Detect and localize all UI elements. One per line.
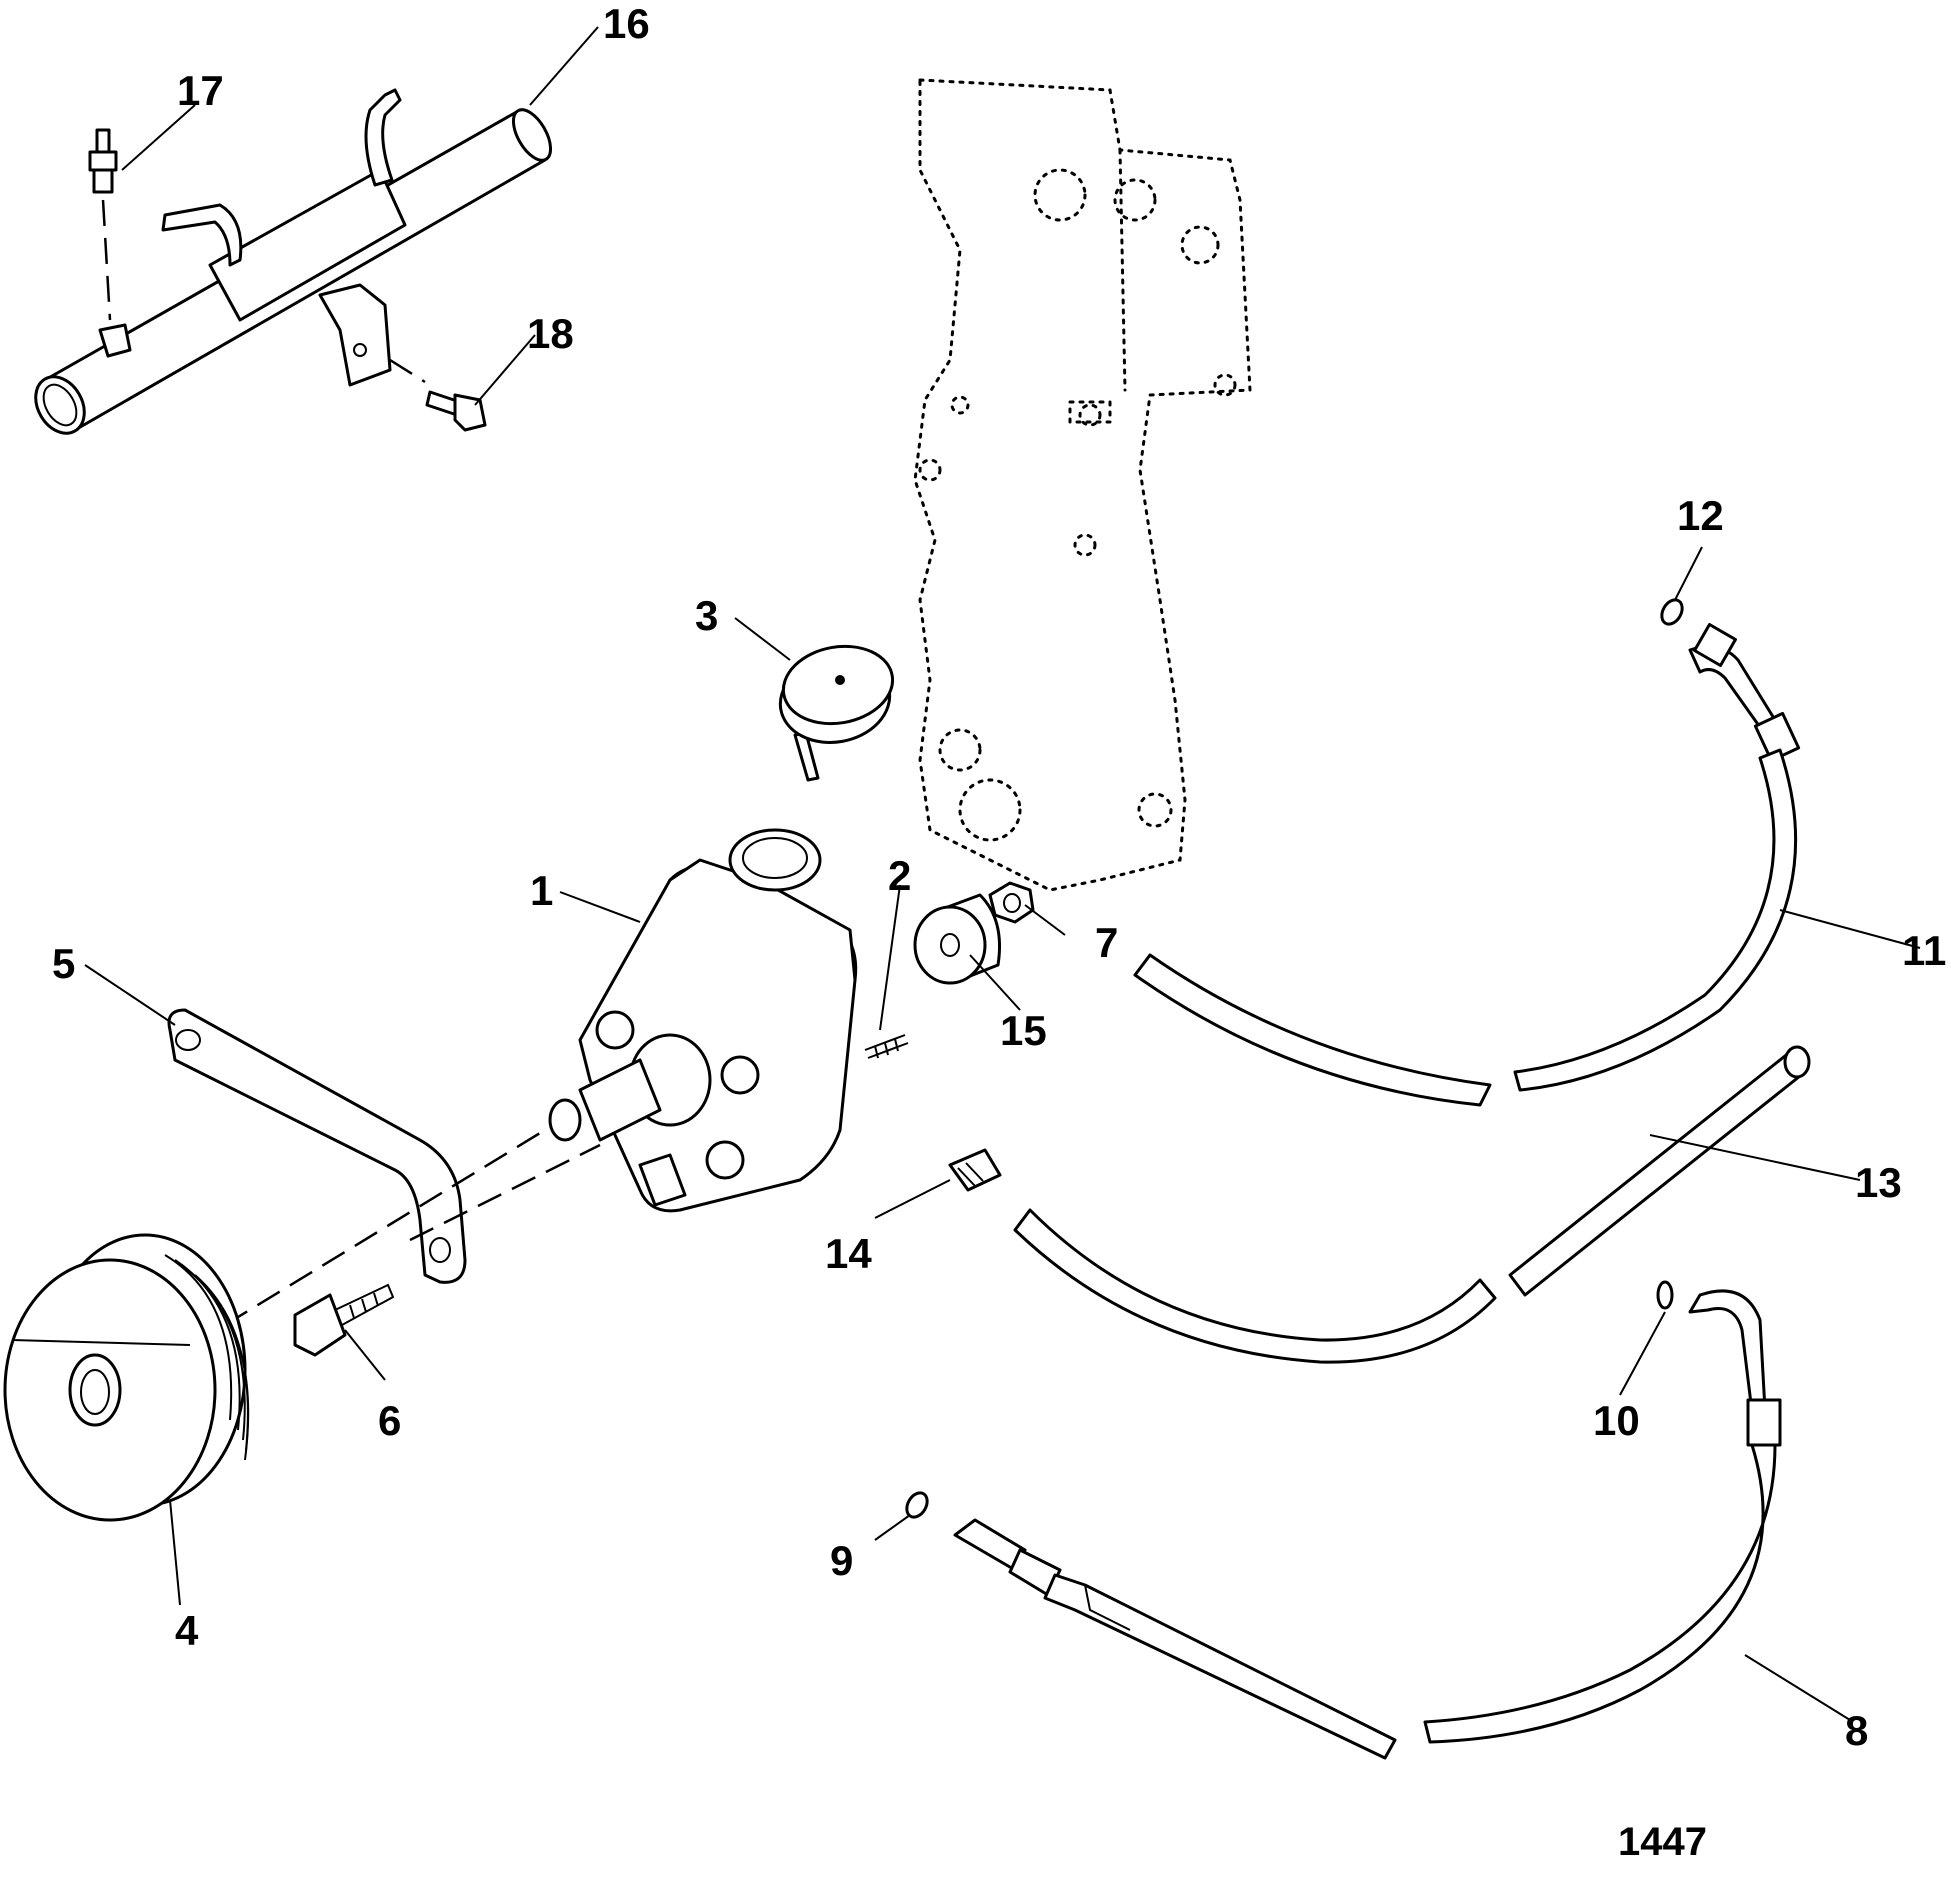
return-hose <box>1013 1045 1811 1364</box>
callout-13: 13 <box>1855 1159 1902 1206</box>
power-steering-pump <box>548 828 858 1213</box>
figure-number: 1447 <box>1618 1820 1707 1864</box>
callout-15: 15 <box>1000 1007 1047 1054</box>
hose-fitting <box>948 1148 1002 1192</box>
o-ring-12 <box>1660 598 1684 626</box>
callout-17: 17 <box>177 67 224 114</box>
temperature-sender <box>88 128 118 321</box>
leader-lines <box>84 26 1921 1721</box>
callout-9: 9 <box>830 1537 853 1584</box>
reservoir-cap-dipstick <box>778 644 895 782</box>
callout-2: 2 <box>888 852 911 899</box>
callout-3: 3 <box>695 592 718 639</box>
pulley-bracket-bolt <box>293 1283 395 1357</box>
o-ring-9 <box>905 1491 929 1519</box>
pulley <box>3 1233 250 1522</box>
callout-12: 12 <box>1677 492 1724 539</box>
callout-14: 14 <box>825 1230 872 1277</box>
callout-7: 7 <box>1095 919 1118 966</box>
callout-10: 10 <box>1593 1397 1640 1444</box>
pump-stud <box>864 1034 909 1059</box>
pump-bracket <box>167 1008 467 1284</box>
spacer <box>913 893 1002 985</box>
callout-4: 4 <box>175 1607 199 1654</box>
callout-6: 6 <box>378 1397 401 1444</box>
o-ring-10 <box>1656 1280 1674 1310</box>
mounting-bracket-outline <box>913 78 1252 892</box>
pressure-hose <box>1133 623 1801 1107</box>
water-tube-assembly <box>34 88 553 435</box>
bracket-bolt <box>389 358 487 432</box>
callout-5: 5 <box>52 940 75 987</box>
callout-1: 1 <box>530 867 553 914</box>
callout-18: 18 <box>527 310 574 357</box>
callout-8: 8 <box>1845 1707 1868 1754</box>
callout-11: 11 <box>1902 927 1946 974</box>
callout-labels: 16 17 18 3 12 1 2 7 11 5 15 13 14 6 10 9… <box>52 0 1946 1864</box>
nut <box>988 881 1035 924</box>
hose-assembly <box>953 1289 1782 1760</box>
callout-16: 16 <box>603 0 650 47</box>
